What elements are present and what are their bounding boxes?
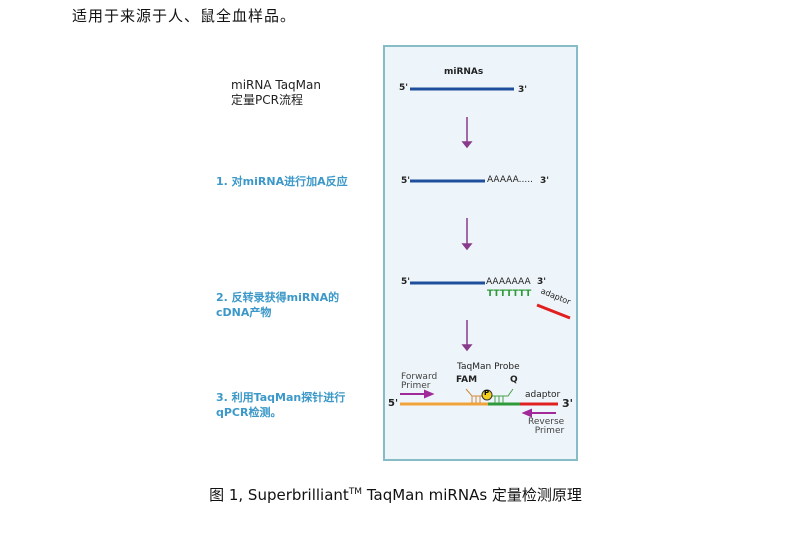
process-arrows	[461, 117, 473, 352]
step-3: 3. 利用TaqMan探针进行 qPCR检测。	[216, 390, 345, 420]
taqman-probe	[465, 388, 486, 403]
three-prime-label: 3'	[537, 277, 547, 287]
taqman-probe-label: TaqMan Probe	[457, 362, 520, 372]
step-1: 1. 对miRNA进行加A反应	[216, 175, 348, 188]
step-3-line2: qPCR检测。	[216, 406, 282, 419]
fam-label: FAM	[456, 375, 478, 385]
caption-suffix: TaqMan miRNAs 定量检测原理	[362, 486, 582, 504]
down-arrow-icon	[461, 344, 473, 352]
caption-prefix: 图 1, Superbrilliant	[209, 486, 349, 504]
step-2-line1: 2. 反转录获得miRNA的	[216, 291, 340, 304]
five-prime-label: 5'	[401, 176, 411, 186]
three-prime-label: 3'	[562, 397, 574, 410]
step-2: 2. 反转录获得miRNA的 cDNA产物	[216, 290, 339, 320]
phosphate-label: P	[484, 389, 490, 397]
quencher-label: Q	[510, 375, 518, 385]
phosphate-icon	[481, 389, 493, 401]
mirnas-label: miRNAs	[444, 67, 484, 77]
three-prime-label: 3'	[540, 176, 550, 186]
polyt-primer: TTTTTTT	[487, 289, 532, 299]
adaptor-label-2: adaptor	[525, 390, 561, 400]
five-prime-label: 5'	[399, 83, 409, 93]
polya-tail: AAAAA.....	[487, 175, 533, 185]
five-prime-label: 5'	[401, 277, 411, 287]
down-arrow-icon	[461, 141, 473, 149]
five-prime-label: 5'	[388, 398, 399, 409]
caption-sup: TM	[348, 487, 363, 497]
figure-title-line1: miRNA TaqMan	[231, 78, 321, 92]
intro-text: 适用于来源于人、鼠全血样品。	[72, 7, 297, 25]
figure-caption: 图 1, SuperbrilliantTM TaqMan miRNAs 定量检测…	[0, 484, 791, 505]
adaptor-bar	[536, 303, 571, 320]
down-arrow-icon	[461, 243, 473, 251]
step-3-line1: 3. 利用TaqMan探针进行	[216, 391, 346, 404]
step-2-line2: cDNA产物	[216, 306, 272, 319]
three-prime-label: 3'	[518, 85, 528, 95]
diagram-panel	[383, 45, 578, 461]
figure-title: miRNA TaqMan 定量PCR流程	[231, 78, 321, 108]
polya-tail: AAAAAAA	[486, 277, 531, 287]
figure-title-line2: 定量PCR流程	[231, 93, 303, 107]
